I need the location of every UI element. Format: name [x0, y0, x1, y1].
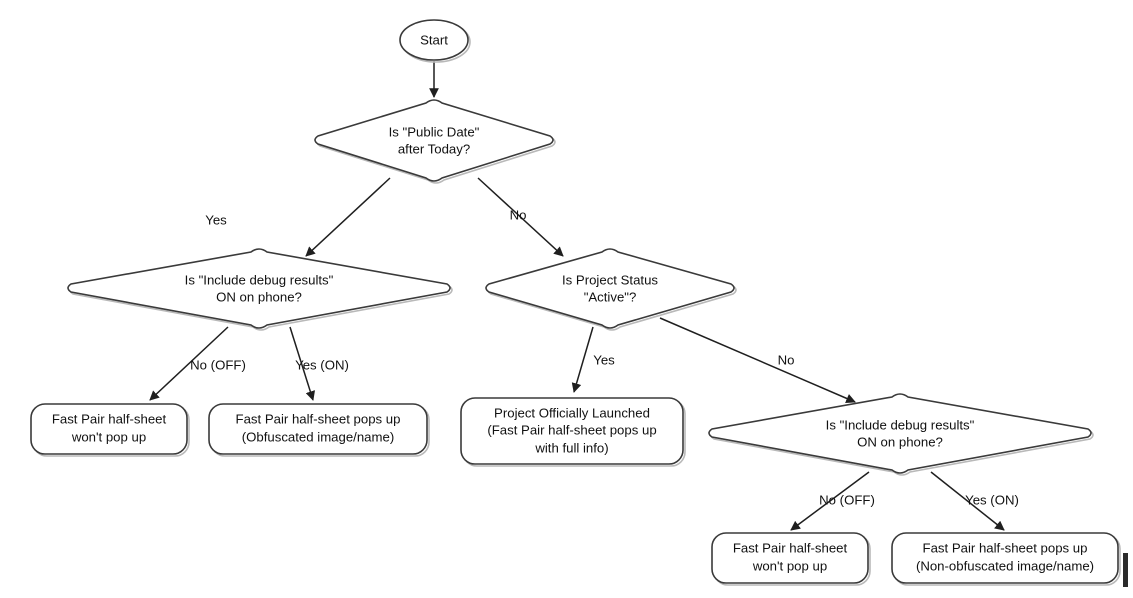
project-status-label-line2: "Active"?: [584, 289, 637, 304]
debug-left-label-line1: Is "Include debug results": [185, 272, 334, 287]
node-project-status-decision[interactable]: Is Project Status "Active"?: [485, 248, 737, 331]
edge-label-debug-right-yes: Yes (ON): [965, 492, 1019, 507]
node-debug-results-decision-right[interactable]: Is "Include debug results" ON on phone?: [708, 393, 1094, 476]
edge-label-public-date-yes: Yes: [205, 212, 227, 227]
node-public-date-decision[interactable]: Is "Public Date" after Today?: [314, 99, 556, 184]
project-status-label-line1: Is Project Status: [562, 272, 658, 287]
non-obfuscated-line2: (Non-obfuscated image/name): [916, 558, 1094, 573]
edge-public-date-no: [477, 177, 564, 257]
no-popup-left-box[interactable]: [30, 403, 188, 455]
node-outcome-no-popup-right[interactable]: Fast Pair half-sheet won't pop up: [711, 532, 871, 586]
page-edge-marker: [1123, 553, 1128, 587]
edges-group: [149, 61, 1005, 531]
project-status-diamond[interactable]: [485, 248, 735, 329]
debug-left-diamond[interactable]: [67, 248, 451, 329]
node-outcome-obfuscated[interactable]: Fast Pair half-sheet pops up (Obfuscated…: [208, 403, 430, 457]
edge-debug-right-yes: [930, 471, 1005, 531]
obfuscated-box[interactable]: [208, 403, 428, 455]
non-obfuscated-box[interactable]: [891, 532, 1119, 584]
non-obfuscated-line1: Fast Pair half-sheet pops up: [923, 540, 1088, 555]
edge-label-debug-left-yes: Yes (ON): [295, 357, 349, 372]
edge-label-public-date-no: No: [510, 207, 527, 222]
edge-debug-left-yes: [289, 326, 316, 401]
edge-label-project-status-yes: Yes: [593, 352, 615, 367]
node-debug-results-decision-left[interactable]: Is "Include debug results" ON on phone?: [67, 248, 453, 331]
officially-launched-line2: (Fast Pair half-sheet pops up: [487, 422, 656, 437]
edge-label-debug-left-no: No (OFF): [190, 357, 246, 372]
edge-debug-left-no: [149, 326, 229, 401]
officially-launched-box[interactable]: [460, 397, 684, 465]
node-outcome-non-obfuscated[interactable]: Fast Pair half-sheet pops up (Non-obfusc…: [891, 532, 1121, 586]
no-popup-left-line2: won't pop up: [71, 429, 146, 444]
no-popup-left-line1: Fast Pair half-sheet: [52, 411, 167, 426]
node-start[interactable]: Start: [399, 19, 471, 63]
node-outcome-officially-launched[interactable]: Project Officially Launched (Fast Pair h…: [460, 397, 686, 467]
public-date-label-line1: Is "Public Date": [389, 124, 480, 139]
obfuscated-line1: Fast Pair half-sheet pops up: [236, 411, 401, 426]
edge-project-status-yes: [571, 326, 594, 393]
edge-labels-group: Yes No No (OFF) Yes (ON) Yes No No (OFF)…: [190, 207, 1019, 507]
debug-left-label-line2: ON on phone?: [216, 289, 302, 304]
obfuscated-line2: (Obfuscated image/name): [242, 429, 394, 444]
no-popup-right-line1: Fast Pair half-sheet: [733, 540, 848, 555]
officially-launched-line1: Project Officially Launched: [494, 405, 650, 420]
public-date-diamond[interactable]: [314, 99, 554, 182]
no-popup-right-box[interactable]: [711, 532, 869, 584]
debug-right-label-line2: ON on phone?: [857, 434, 943, 449]
edge-debug-right-no: [790, 471, 870, 531]
start-label: Start: [420, 32, 448, 47]
start-ellipse[interactable]: [399, 19, 469, 61]
debug-right-diamond[interactable]: [708, 393, 1092, 474]
edge-project-status-no: [659, 317, 856, 404]
edge-label-project-status-no: No: [778, 352, 795, 367]
public-date-label-line2: after Today?: [398, 141, 470, 156]
debug-right-label-line1: Is "Include debug results": [826, 417, 975, 432]
officially-launched-line3: with full info): [534, 440, 608, 455]
no-popup-right-line2: won't pop up: [752, 558, 827, 573]
edge-public-date-yes: [305, 177, 391, 257]
node-outcome-no-popup-left[interactable]: Fast Pair half-sheet won't pop up: [30, 403, 190, 457]
edge-label-debug-right-no: No (OFF): [819, 492, 875, 507]
